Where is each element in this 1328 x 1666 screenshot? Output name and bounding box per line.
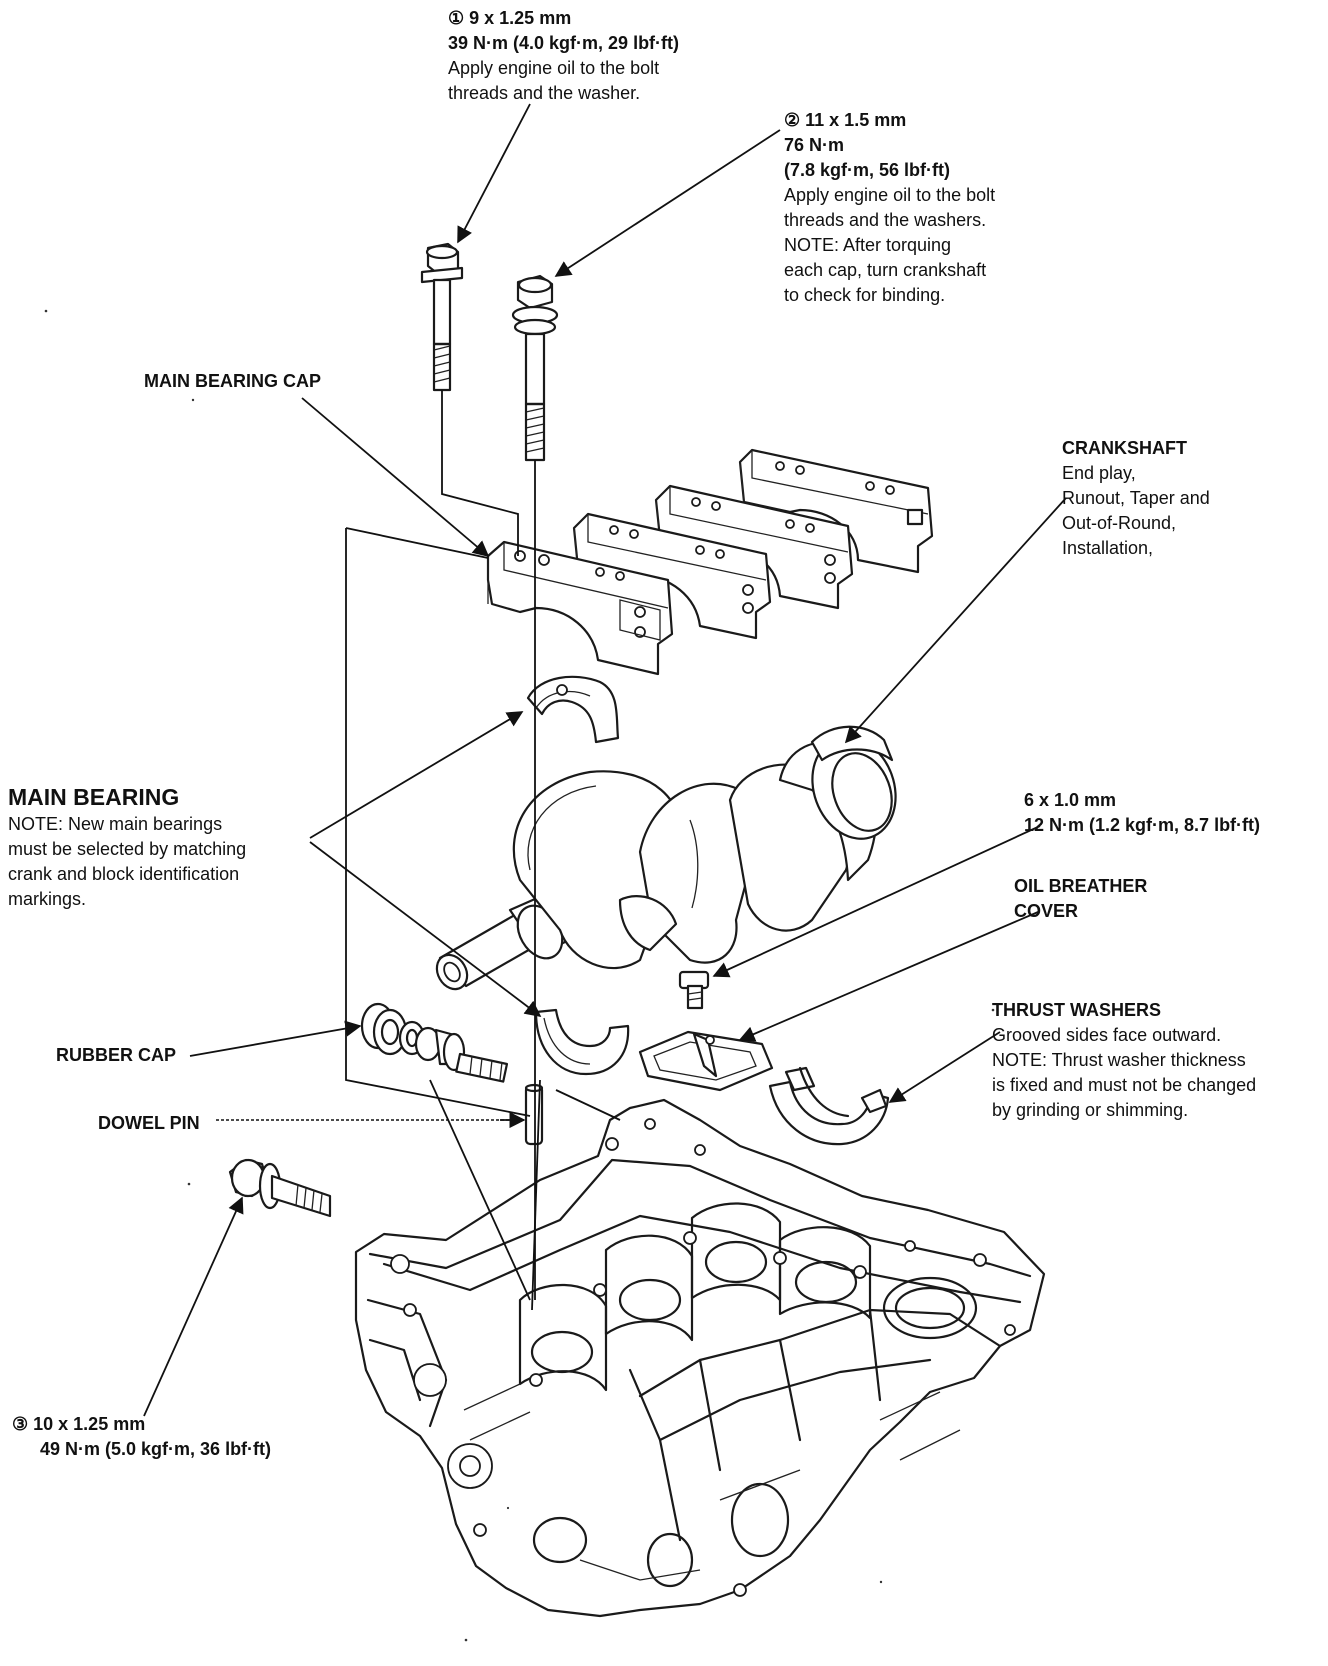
bolt1-label: ① 9 x 1.25 mm 39 N·m (4.0 kgf·m, 29 lbf·… [448, 6, 679, 106]
main-bearing-title: MAIN BEARING [8, 784, 180, 810]
main-bearing-note2: must be selected by matching [8, 839, 247, 859]
crankshaft-label: CRANKSHAFT End play, Runout, Taper and O… [1062, 436, 1210, 561]
rubber-cap [360, 1002, 426, 1056]
thrust-washers-label: THRUST WASHERS Grooved sides face outwar… [992, 998, 1256, 1123]
crankshaft [435, 725, 897, 991]
bolt-11x1-5 [511, 274, 559, 462]
dowel-pin-label: DOWEL PIN [98, 1113, 200, 1133]
bolt-10x1-25 [228, 1158, 332, 1218]
main-bearing-note3: crank and block identification [8, 864, 240, 884]
bolt2-torque: 76 N·m [784, 135, 845, 155]
bolt6-size: 6 x 1.0 mm [1024, 790, 1117, 810]
bolt3-callout: ③ 10 x 1.25 mm [12, 1414, 146, 1434]
main-bearing-label: MAIN BEARING NOTE: New main bearings mus… [8, 782, 246, 912]
bolt6-torque: 12 N·m (1.2 kgf·m, 8.7 lbf·ft) [1024, 815, 1261, 835]
main-bearing-note4: markings. [8, 889, 87, 909]
bolt1-torque: 39 N·m (4.0 kgf·m, 29 lbf·ft) [448, 33, 680, 53]
main-bearing-caps [486, 448, 934, 676]
bolt2-callout: ② 11 x 1.5 mm [784, 110, 907, 130]
crankshaft-line4: Installation, [1062, 538, 1154, 558]
bolt1-note1: Apply engine oil to the bolt [448, 58, 660, 78]
bolt-9x1-25 [420, 242, 464, 392]
bolt1-note2: threads and the washer. [448, 83, 641, 103]
oil-breather-cover [638, 970, 774, 1092]
engine-block [354, 1098, 1046, 1618]
assembly-guide-lines [345, 390, 621, 1311]
scan-specks [44, 309, 995, 1642]
oil-breather-label: OIL BREATHER COVER [1014, 874, 1147, 924]
bolt3-label: ③ 10 x 1.25 mm 49 N·m (5.0 kgf·m, 36 lbf… [12, 1412, 271, 1462]
thrust-washers [768, 1066, 890, 1146]
bolt2-note2: threads and the washers. [784, 210, 987, 230]
thrust-washers-line4: by grinding or shimming. [992, 1100, 1189, 1120]
bolt2-note5: to check for binding. [784, 285, 946, 305]
thrust-washers-title: THRUST WASHERS [992, 1000, 1162, 1020]
rubber-cap-label: RUBBER CAP [56, 1045, 177, 1065]
bolt1-callout: ① 9 x 1.25 mm [448, 8, 572, 28]
crankshaft-title: CRANKSHAFT [1062, 438, 1187, 458]
oil-breather-line2: COVER [1014, 901, 1079, 921]
leader-arrows [143, 103, 1067, 1417]
main-bearing-cap-label: MAIN BEARING CAP [144, 371, 322, 391]
thrust-washers-line2: NOTE: Thrust washer thickness [992, 1050, 1246, 1070]
bolt2-label: ② 11 x 1.5 mm 76 N·m (7.8 kgf·m, 56 lbf·… [784, 108, 995, 308]
bolt6-label: 6 x 1.0 mm 12 N·m (1.2 kgf·m, 8.7 lbf·ft… [1024, 788, 1260, 838]
crankshaft-line2: Runout, Taper and [1062, 488, 1210, 508]
thrust-washers-line3: is fixed and must not be changed [992, 1075, 1257, 1095]
main-bearing-upper-shell [526, 675, 620, 744]
bolt2-note4: each cap, turn crankshaft [784, 260, 987, 280]
main-bearing-lower-shell [534, 1008, 630, 1076]
oil-breather-line1: OIL BREATHER [1014, 876, 1148, 896]
bolt2-torque-alt: (7.8 kgf·m, 56 lbf·ft) [784, 160, 951, 180]
crankshaft-line3: Out-of-Round, [1062, 513, 1177, 533]
crankshaft-line1: End play, [1062, 463, 1136, 483]
oil-jet-bolt [414, 1026, 509, 1083]
thrust-washers-line1: Grooved sides face outward. [992, 1025, 1222, 1045]
bolt2-note1: Apply engine oil to the bolt [784, 185, 996, 205]
bolt3-torque: 49 N·m (5.0 kgf·m, 36 lbf·ft) [40, 1439, 272, 1459]
main-bearing-note1: NOTE: New main bearings [8, 814, 223, 834]
bolt2-note3: NOTE: After torquing [784, 235, 952, 255]
